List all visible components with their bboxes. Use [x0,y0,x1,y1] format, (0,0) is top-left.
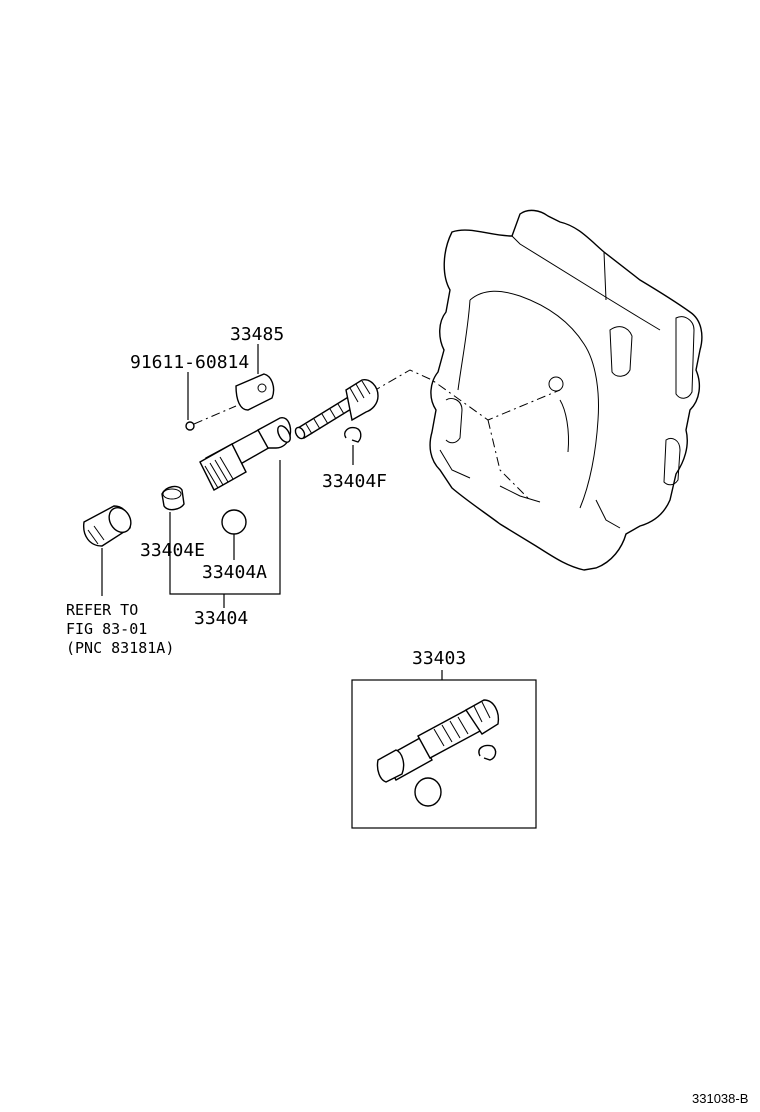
label-33404A: 33404A [202,562,267,583]
lock-plate-33485 [235,373,275,411]
bracket-33404 [169,460,281,608]
kit-driven-gear-assembly [376,699,500,783]
label-33485: 33485 [230,324,284,345]
refer-line-3: (PNC 83181A) [66,639,174,657]
driven-sleeve [199,417,292,491]
clip-33404F [344,426,362,443]
label-33404E: 33404E [140,540,205,561]
label-33403: 33403 [412,648,466,669]
diagram-code: 331038-B [692,1091,748,1106]
label-33404F: 33404F [322,471,387,492]
cable-nut [83,505,132,547]
alignment-line-lower [487,419,531,501]
refer-line-2: FIG 83-01 [66,620,147,638]
kit-o-ring [414,777,442,807]
kit-box-33403 [351,679,537,829]
oil-seal-33404E [161,485,185,511]
label-91611-60814: 91611-60814 [130,352,249,373]
o-ring-33404A [221,509,247,535]
label-33404: 33404 [194,608,248,629]
screw-91611-60814 [185,405,237,431]
driven-gear-shaft [294,379,379,440]
refer-line-1: REFER TO [66,601,138,619]
kit-clip [478,744,497,761]
transmission-case-housing [429,209,703,571]
